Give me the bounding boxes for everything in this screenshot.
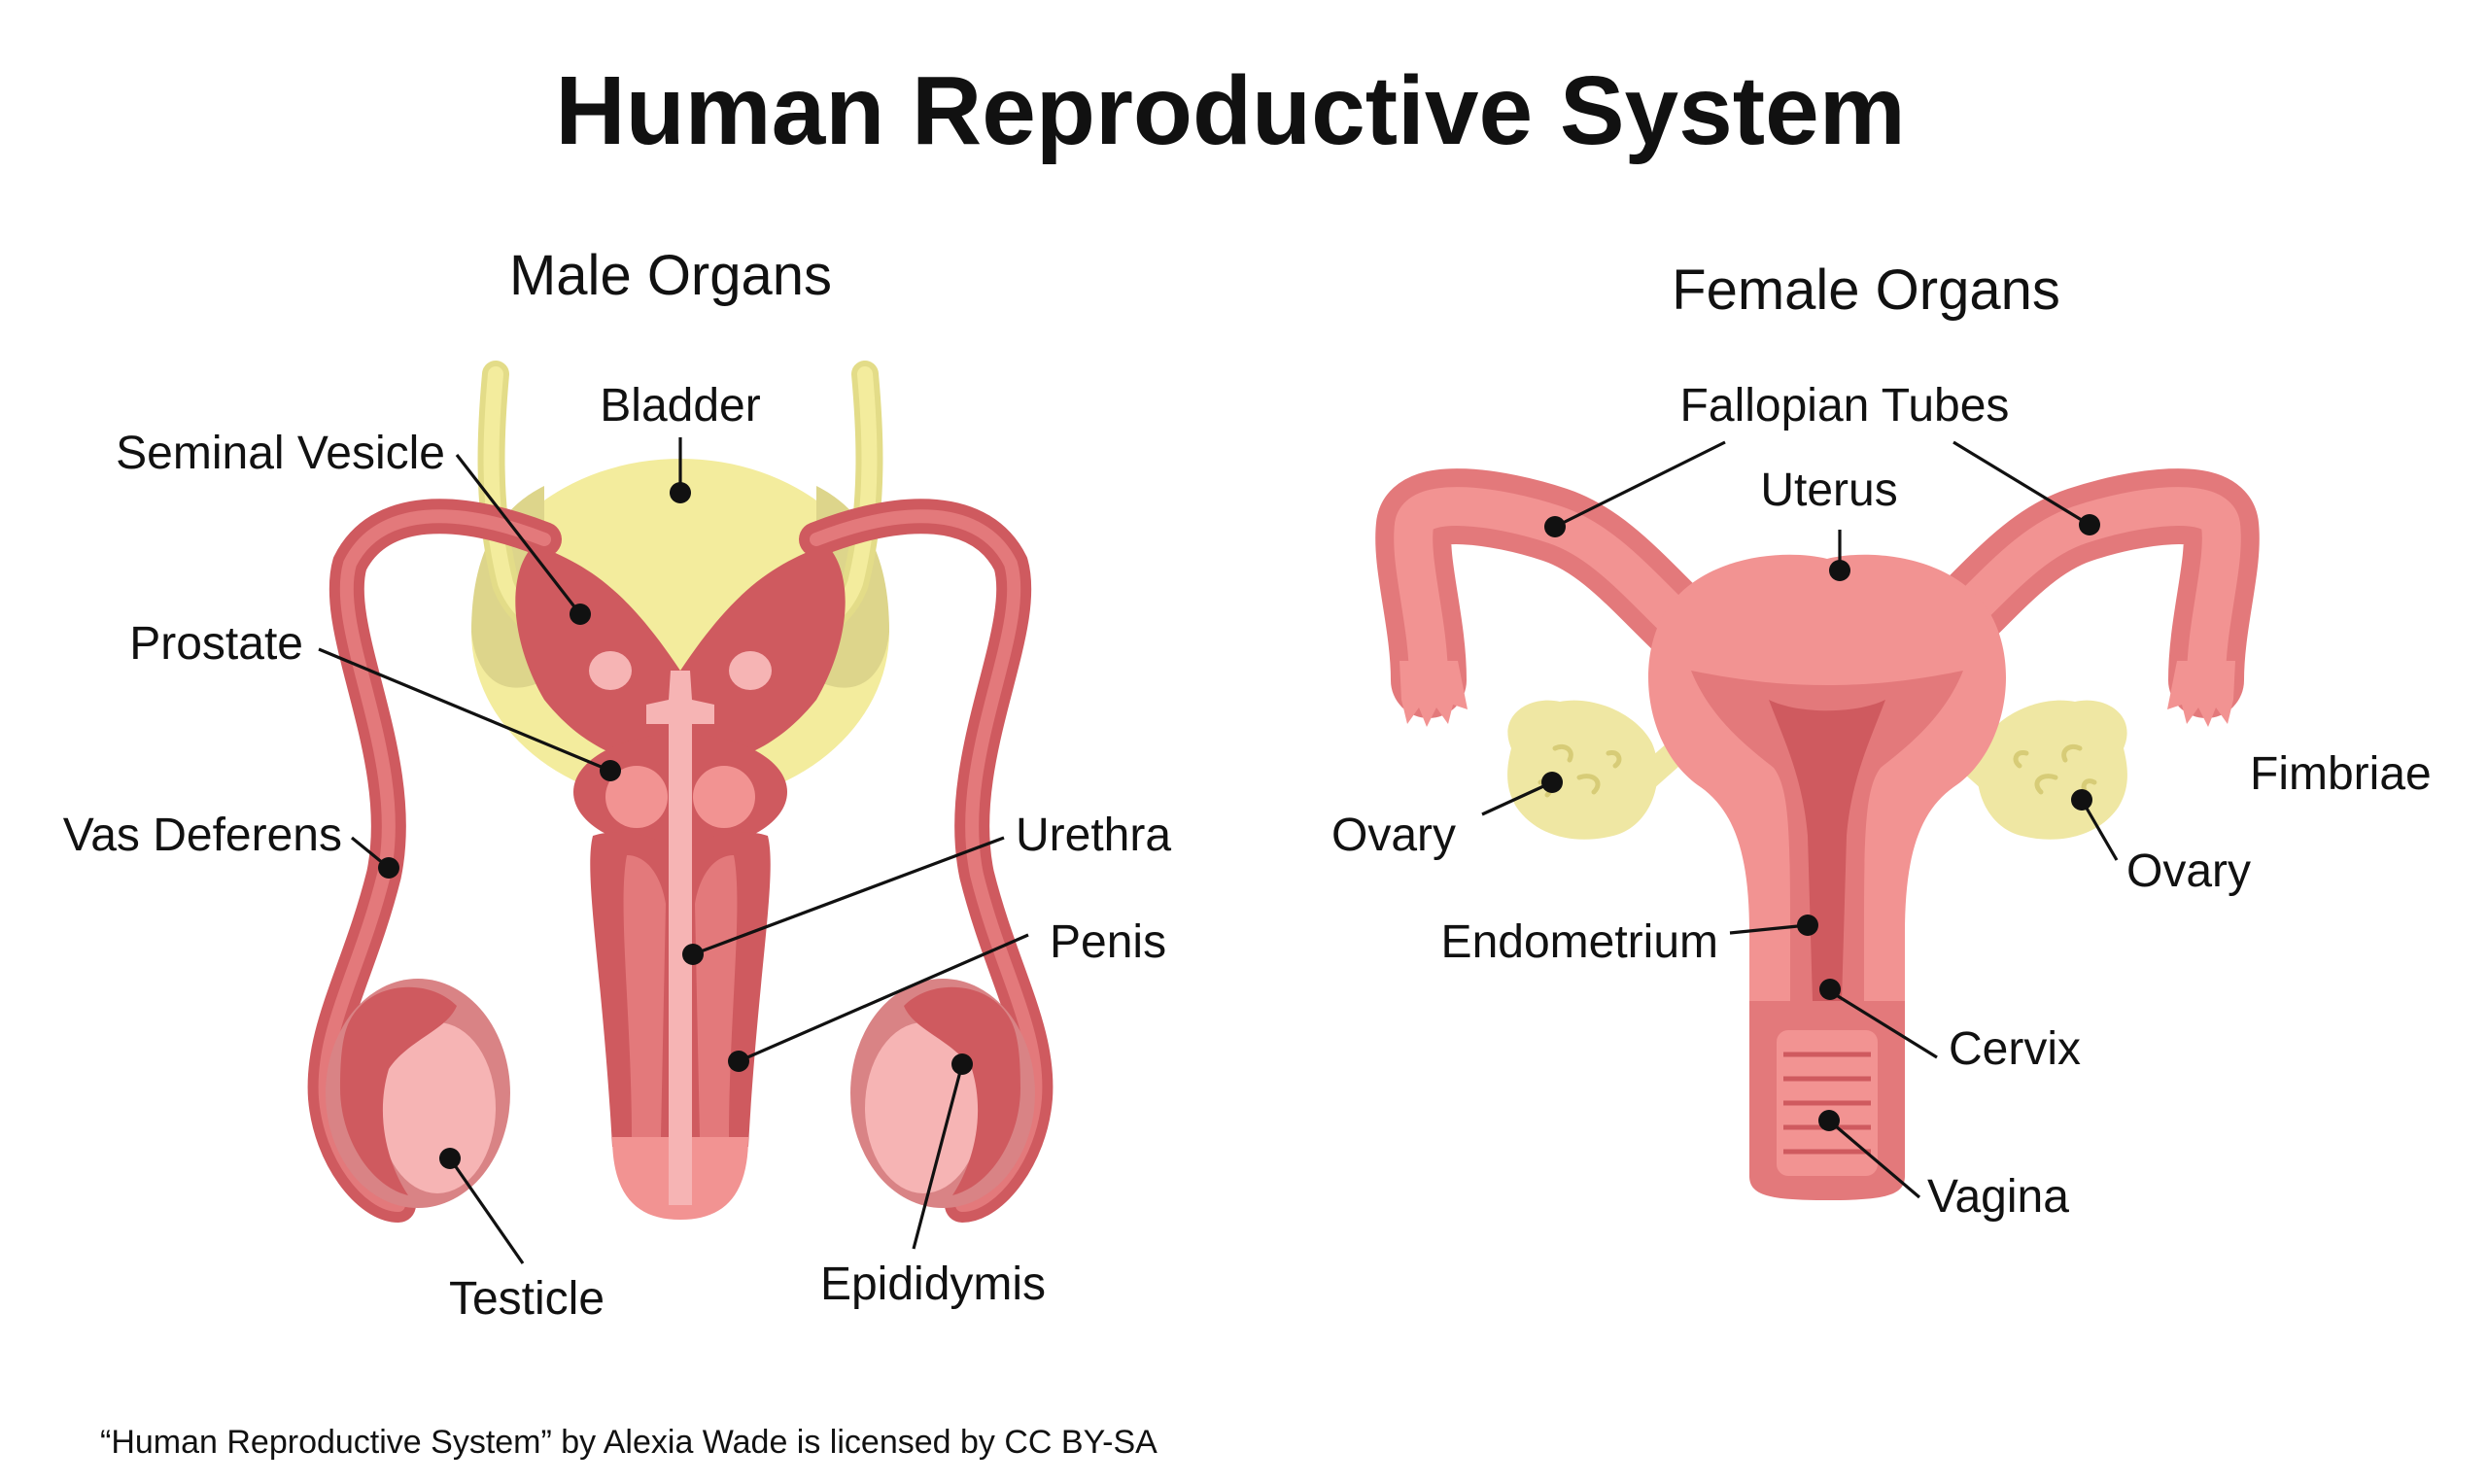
leader-endometrium: [1729, 923, 1809, 935]
label-penis: Penis: [1050, 916, 1166, 968]
seminal-vesicle-shape: [515, 544, 846, 768]
female-labels: Fallopian Tubes Uterus Ovary Fimbriae Ov…: [1331, 380, 2432, 1223]
label-ovary-right: Ovary: [2126, 846, 2251, 897]
prostate-right-lobe: [693, 766, 755, 828]
leader-vagina: [1827, 1119, 1921, 1199]
leader-ovary-right: [2080, 799, 2119, 861]
penis-left-column: [623, 855, 666, 1137]
leader-cervix: [1829, 989, 1938, 1059]
left-testicle-shape: [379, 1022, 496, 1193]
left-ovary-texture: [1538, 743, 1622, 798]
leader-epididymis: [912, 1063, 964, 1250]
male-organs-illustration: [307, 361, 1054, 1223]
marker-ovary-left: [1541, 772, 1563, 793]
label-cervix: Cervix: [1949, 1023, 2081, 1075]
credit-line: “Human Reproductive System” by Alexia Wa…: [100, 1424, 1158, 1461]
female-organs-illustration: [1375, 468, 2260, 1200]
label-endometrium: Endometrium: [1441, 916, 1718, 968]
label-urethra: Urethra: [1016, 810, 1171, 861]
label-epididymis: Epididymis: [820, 1259, 1046, 1310]
marker-vagina: [1818, 1110, 1840, 1131]
marker-epididymis: [951, 1053, 973, 1075]
marker-seminal-vesicle: [570, 604, 591, 625]
seminal-vesicle-left-highlight: [589, 651, 632, 690]
marker-ovary-right: [2071, 789, 2092, 811]
penis-right-column: [695, 855, 738, 1137]
label-fallopian-tubes: Fallopian Tubes: [1680, 380, 2010, 431]
uterine-cavity: [1769, 700, 1885, 1001]
seminal-vesicle-right-highlight: [729, 651, 772, 690]
marker-prostate: [600, 760, 621, 781]
marker-urethra: [682, 944, 704, 965]
left-fimbriae: [1400, 661, 1468, 727]
right-ovary-texture: [2013, 743, 2097, 798]
label-vas-deferens: Vas Deferens: [63, 810, 342, 861]
marker-endometrium: [1797, 915, 1818, 936]
leader-penis: [738, 933, 1029, 1063]
left-epididymis: [340, 986, 457, 1195]
right-epididymis: [904, 986, 1020, 1195]
label-bladder: Bladder: [600, 380, 760, 431]
label-fimbriae: Fimbriae: [2250, 748, 2432, 800]
label-ovary-left: Ovary: [1331, 810, 1456, 861]
leader-fallopian-tube-right: [1952, 440, 2091, 527]
marker-penis: [728, 1051, 749, 1072]
female-organs-heading: Female Organs: [1672, 259, 2060, 322]
marker-testicle: [439, 1148, 461, 1169]
leader-seminal-vesicle: [455, 454, 582, 615]
leader-urethra: [692, 836, 1005, 956]
urethra-shape: [646, 671, 714, 1205]
leader-ovary-left: [1481, 780, 1553, 816]
page-title: Human Reproductive System: [555, 56, 1905, 165]
right-fallopian-tube-inner: [1905, 487, 2241, 700]
label-testicle: Testicle: [449, 1273, 605, 1325]
prostate-left-lobe: [605, 766, 668, 828]
marker-fallopian-tube-right: [2079, 514, 2100, 535]
label-uterus: Uterus: [1760, 465, 1897, 516]
marker-fallopian-tube-left: [1544, 516, 1566, 537]
left-fallopian-tube-inner: [1394, 487, 1730, 700]
label-prostate: Prostate: [129, 618, 303, 670]
label-vagina: Vagina: [1927, 1171, 2069, 1223]
label-seminal-vesicle: Seminal Vesicle: [116, 428, 445, 479]
marker-uterus: [1829, 560, 1850, 581]
male-labels: Bladder Seminal Vesicle Prostate Vas Def…: [63, 380, 1172, 1325]
leader-prostate: [318, 647, 611, 773]
right-ovary-shape: [1977, 700, 2127, 840]
male-organs-heading: Male Organs: [509, 244, 832, 307]
leader-testicle: [448, 1157, 525, 1264]
leader-fallopian-tube-left: [1554, 440, 1726, 529]
right-fimbriae: [2167, 661, 2235, 727]
left-ovary-shape: [1507, 700, 1658, 840]
marker-vas-deferens: [378, 857, 399, 879]
marker-bladder: [670, 482, 691, 503]
marker-cervix: [1819, 979, 1841, 1000]
